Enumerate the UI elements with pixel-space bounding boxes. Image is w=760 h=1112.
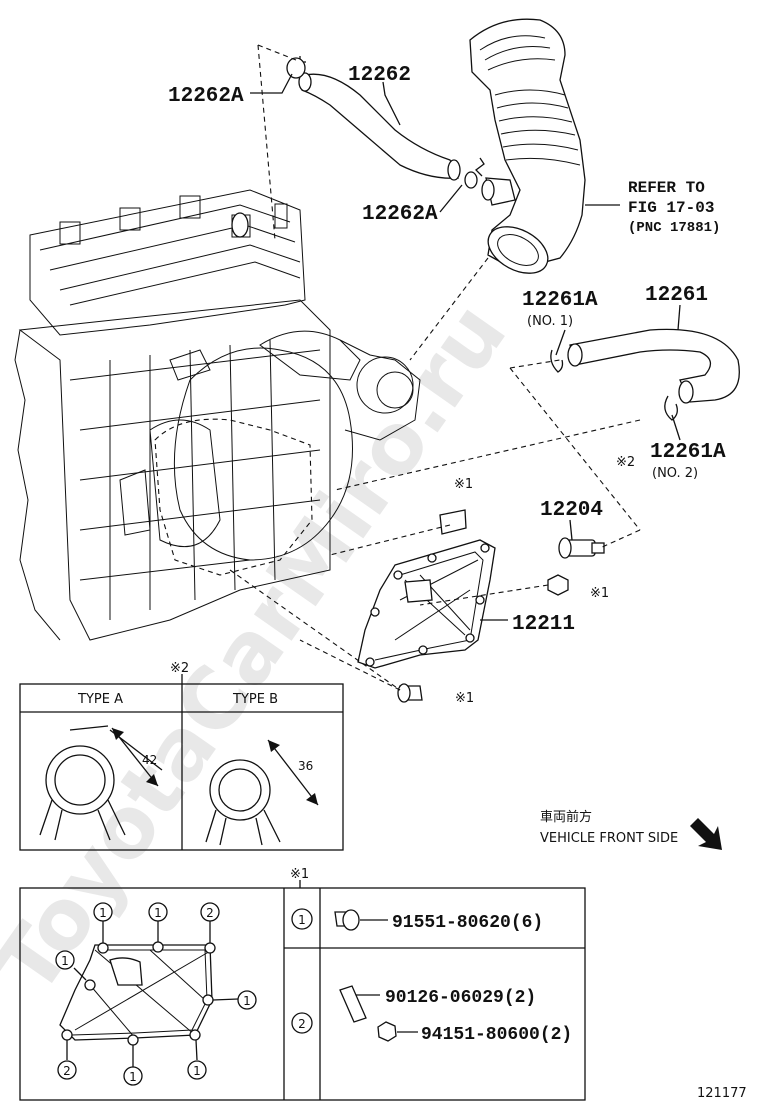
bolt-icon	[334, 909, 360, 931]
type-a-dimension: 42	[142, 753, 157, 767]
callout-12262A-upper: 12262A	[168, 85, 244, 108]
plate-label-3: 2	[206, 906, 214, 920]
stud-icon	[339, 985, 367, 1023]
plate-label-7: 1	[129, 1070, 137, 1084]
mark-stud: ※1	[454, 477, 473, 492]
callout-12261: 12261	[645, 284, 708, 307]
mark-nut: ※1	[590, 586, 609, 601]
direction-english: VEHICLE FRONT SIDE	[540, 831, 678, 846]
refer-line1: REFER TO	[628, 179, 705, 197]
assembly-dashed-lines	[229, 44, 641, 691]
upper-hose-12262	[231, 56, 485, 238]
type-b-dimension: 36	[298, 759, 313, 773]
callout-12261A-no2: 12261A	[650, 441, 726, 464]
mark-bolt: ※1	[455, 691, 474, 706]
separator-plate-diagram	[59, 921, 239, 1067]
fastener-table-mark: ※1	[290, 867, 309, 882]
callout-12261A-no2-mark: ※2	[616, 455, 635, 470]
refer-line3: (PNC 17881)	[628, 220, 720, 236]
plate-label-4: 1	[61, 954, 69, 968]
callout-12262: 12262	[348, 64, 411, 87]
callout-12262A-lower: 12262A	[362, 203, 438, 226]
type-b-clamp-icon: 36	[205, 739, 319, 846]
row2-key: 2	[298, 1017, 306, 1031]
illustration-number: 121177	[697, 1086, 747, 1101]
vehicle-front-indicator: 車両前方 VEHICLE FRONT SIDE	[540, 809, 722, 850]
separator-case-12211	[357, 509, 569, 703]
lower-hose-12261	[550, 328, 740, 421]
direction-japanese: 車両前方	[540, 809, 592, 825]
air-intake-hose	[469, 18, 586, 274]
nut-icon	[377, 1021, 397, 1042]
clamp-table-mark: ※2	[170, 661, 189, 676]
callout-12261A-no1: 12261A	[522, 289, 598, 312]
plate-label-6: 2	[63, 1064, 71, 1078]
front-arrow-icon	[690, 818, 722, 850]
row1-key: 1	[298, 913, 306, 927]
fastener-table: ※1 1 1 2 1	[19, 867, 586, 1101]
type-a-label: TYPE A	[77, 692, 123, 707]
callout-leaders	[250, 73, 681, 621]
callout-12261A-no2-note: (NO. 2)	[652, 466, 698, 481]
row1-part-number: 91551-80620(6)	[392, 913, 543, 933]
callout-12204: 12204	[540, 499, 603, 522]
row2-part-number-a: 90126-06029(2)	[385, 988, 536, 1008]
plate-label-2: 1	[154, 906, 162, 920]
plate-label-5: 1	[243, 994, 251, 1008]
callout-12261A-no1-note: (NO. 1)	[527, 314, 573, 329]
plate-label-8: 1	[193, 1064, 201, 1078]
type-a-clamp-icon: 42	[39, 725, 163, 841]
callout-12211: 12211	[512, 613, 575, 636]
engine-block-illustration	[14, 189, 421, 641]
refer-line2: FIG 17-03	[628, 199, 714, 217]
row2-part-number-b: 94151-80600(2)	[421, 1025, 572, 1045]
clamp-type-table: ※2 TYPE A TYPE B 42 36	[19, 661, 344, 851]
pcv-valve-12204	[558, 537, 605, 559]
type-b-label: TYPE B	[232, 692, 278, 707]
plate-label-1: 1	[99, 906, 107, 920]
plate-callout-circles: 1 1 2 1 1 2 1 1	[55, 902, 257, 1086]
